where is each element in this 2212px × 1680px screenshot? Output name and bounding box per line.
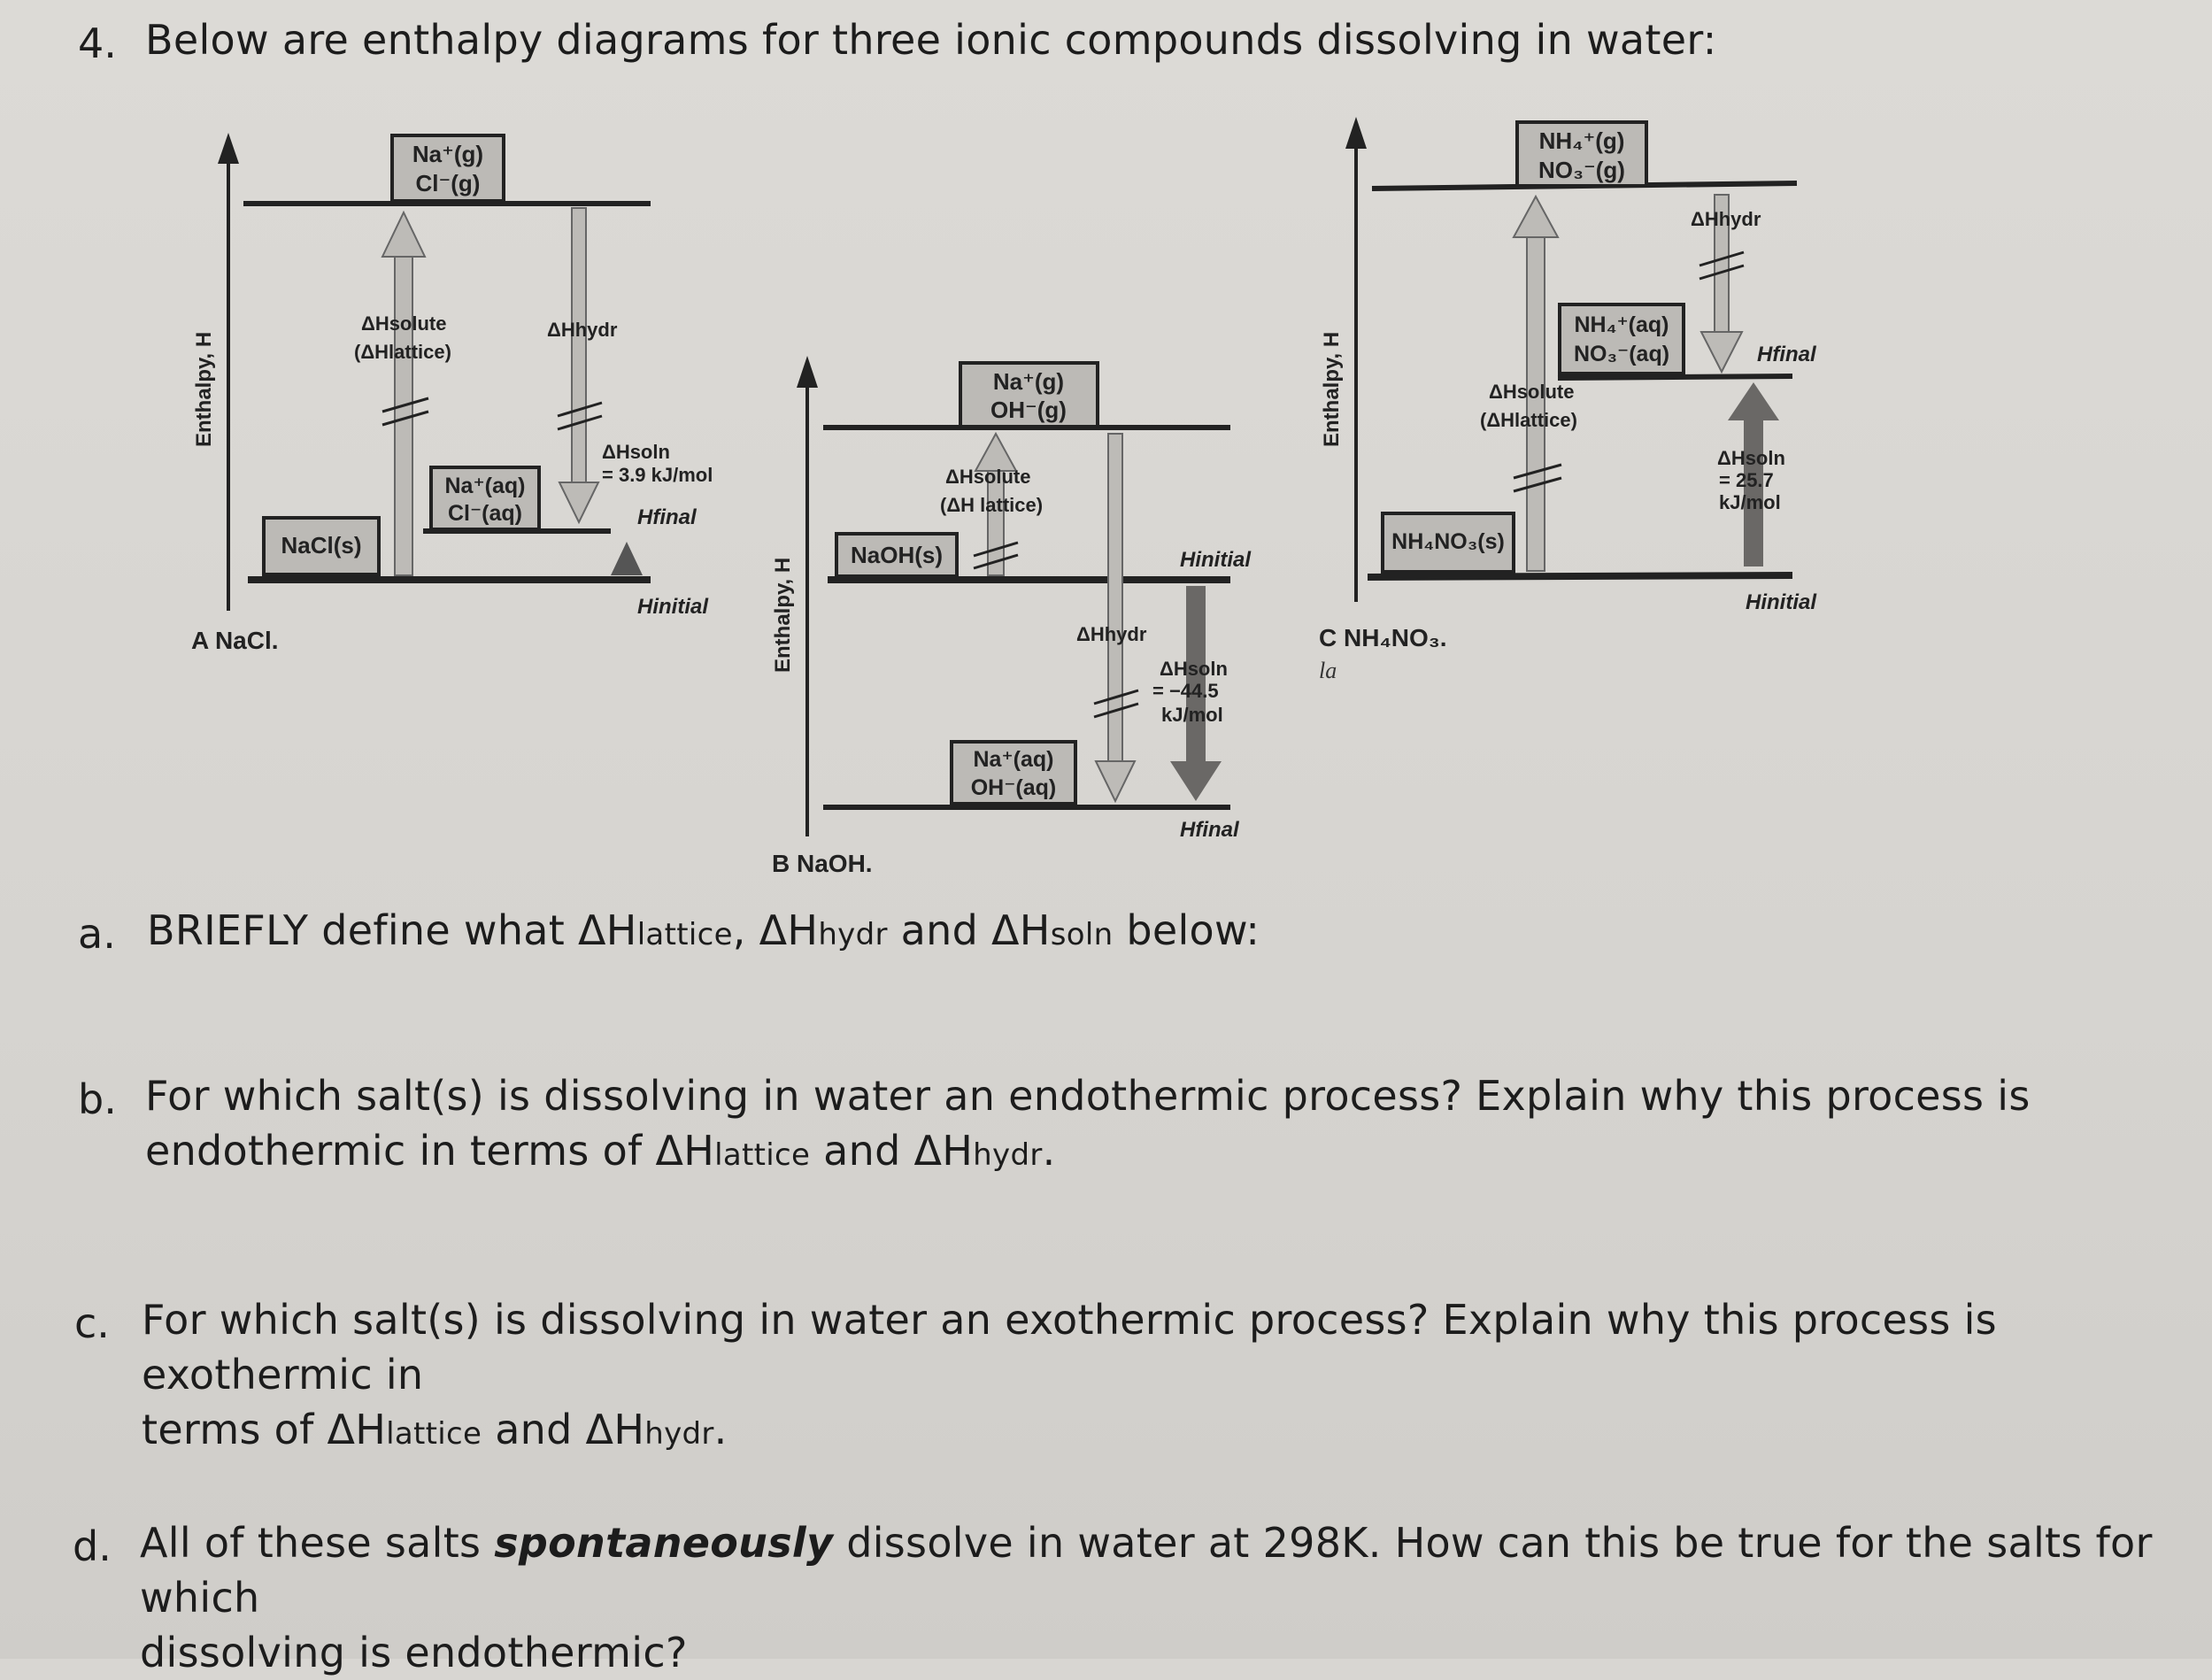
- diagram-b-initial-label: Hinitial: [1180, 548, 1252, 572]
- diagram-a-solid-box: [262, 516, 381, 576]
- part-b-text: For which salt(s) is dissolving in water…: [145, 1072, 2031, 1175]
- diagram-c-solid-label: NH₄NO₃(s): [1391, 529, 1505, 554]
- diagram-c-solute-label-2: (ΔHlattice): [1480, 409, 1577, 431]
- diagram-b-soln-label-1: ΔHsoln: [1160, 658, 1228, 680]
- diagram-a-aq-ion-1: Na⁺(aq): [445, 474, 526, 498]
- diagram-c-aq-ion-1: NH₄⁺(aq): [1574, 312, 1669, 337]
- diagram-a-solid-label: NaCl(s): [281, 532, 361, 559]
- diagram-b-solid-label: NaOH(s): [851, 542, 943, 568]
- diagram-a-soln-label-2: = 3.9 kJ/mol: [602, 464, 713, 486]
- diagram-a-final-label: Hfinal: [637, 505, 698, 529]
- diagram-c-solute-arrowhead: [1512, 194, 1560, 238]
- diagram-c-solute-arrow-shaft: [1526, 234, 1545, 572]
- diagram-a-aq-ions-box: [429, 466, 541, 531]
- diagram-b-hydr-label: ΔHhydr: [1076, 623, 1147, 645]
- diagram-a-caption: A NaCl.: [191, 627, 279, 654]
- diagram-a-solute-arrow-shaft: [394, 251, 413, 576]
- diagram-a-gas-ions-box: [390, 134, 505, 203]
- diagram-b-solute-arrowhead: [974, 431, 1018, 472]
- diagram-b-final-label: Hfinal: [1180, 818, 1240, 842]
- diagram-c-final-label: Hfinal: [1757, 343, 1817, 366]
- diagram-c-aq-level: [1557, 374, 1793, 381]
- part-b-letter: b.: [78, 1075, 117, 1123]
- diagram-b-soln-label-3: kJ/mol: [1161, 704, 1223, 726]
- diagram-c-axis-label: Enthalpy, H: [1320, 332, 1344, 447]
- diagram-c-nh4no3: Enthalpy, H NH₄⁺(g) NO₃⁻(g) NH₄⁺(aq) NO₃…: [1319, 117, 1817, 683]
- diagram-b-hydr-arrowhead: [1094, 760, 1137, 804]
- diagram-c-hydr-arrowhead: [1699, 331, 1744, 374]
- diagram-a-hydr-arrowhead: [558, 482, 600, 525]
- diagram-b-solute-label-1: ΔHsolute: [945, 466, 1031, 488]
- part-a-text: BRIEFLY define what ΔHlattice, ΔHhydr an…: [147, 906, 1260, 954]
- diagram-c-hydr-label: ΔHhydr: [1691, 208, 1761, 230]
- diagram-a-hydr-label: ΔHhydr: [547, 319, 618, 341]
- diagram-a-soln-arrowhead: [611, 542, 643, 575]
- diagram-b-axis-label: Enthalpy, H: [771, 558, 795, 673]
- diagram-b-axis-arrowhead: [797, 356, 818, 388]
- diagram-c-gas-ion-1: NH₄⁺(g): [1539, 127, 1625, 154]
- diagram-c-gas-ions-box: [1515, 120, 1648, 188]
- diagram-b-solute-label-2: (ΔH lattice): [940, 494, 1043, 516]
- diagram-b-naoh: Enthalpy, H Na⁺(g) OH⁻(g) NaOH(s) Na⁺(aq…: [771, 356, 1252, 877]
- question-number: 4.: [78, 19, 117, 67]
- diagram-b-soln-label-2: = −44.5: [1152, 680, 1219, 702]
- diagram-a-axis-arrowhead: [218, 133, 239, 164]
- diagram-a-aq-ion-2: Cl⁻(aq): [448, 501, 522, 526]
- diagram-c-handwritten-note: la: [1319, 658, 1337, 683]
- diagram-a-initial-label: Hinitial: [637, 595, 709, 619]
- diagram-a-gas-ion-1: Na⁺(g): [412, 141, 483, 167]
- diagram-a-nacl: Enthalpy, H Na⁺(g) Cl⁻(g) Na⁺(aq) Cl⁻(aq…: [191, 133, 713, 654]
- diagram-c-gas-ion-2: NO₃⁻(g): [1538, 157, 1625, 183]
- diagram-c-solute-label-1: ΔHsolute: [1489, 381, 1575, 403]
- diagram-b-soln-arrow-shaft: [1186, 586, 1206, 763]
- diagram-c-initial-label: Hinitial: [1746, 590, 1817, 614]
- diagram-b-aq-ion-2: OH⁻(aq): [971, 775, 1057, 800]
- diagram-b-gas-ion-2: OH⁻(g): [990, 397, 1067, 423]
- part-c-letter: c.: [74, 1299, 110, 1347]
- diagram-b-aq-ion-1: Na⁺(aq): [974, 747, 1054, 772]
- diagram-c-soln-arrow-shaft: [1744, 416, 1763, 566]
- diagram-c-caption: C NH₄NO₃.: [1319, 624, 1447, 651]
- diagram-b-caption: B NaOH.: [772, 850, 873, 877]
- diagram-a-axis-label: Enthalpy, H: [192, 332, 216, 447]
- diagram-b-aq-ions-box: [950, 740, 1077, 805]
- diagram-a-soln-label-1: ΔHsoln: [602, 441, 670, 463]
- diagram-b-gas-ion-1: Na⁺(g): [993, 368, 1064, 395]
- diagram-b-soln-arrowhead: [1170, 761, 1222, 801]
- diagram-c-soln-label-3: kJ/mol: [1719, 491, 1781, 513]
- diagram-a-solute-arrowhead: [381, 210, 427, 258]
- diagram-c-solid-level: [1367, 572, 1793, 581]
- diagram-c-soln-label-1: ΔHsoln: [1717, 447, 1785, 469]
- diagram-c-soln-label-2: = 25.7: [1719, 469, 1774, 491]
- diagram-a-gas-ion-2: Cl⁻(g): [416, 170, 481, 197]
- part-a-letter: a.: [78, 910, 116, 958]
- diagram-c-solid-box: [1381, 512, 1515, 574]
- diagram-a-solute-label-2: (ΔHlattice): [354, 341, 451, 363]
- diagram-a-solute-label-1: ΔHsolute: [361, 312, 447, 335]
- part-d-text: All of these salts spontaneously dissolv…: [140, 1519, 2153, 1676]
- question-text: Below are enthalpy diagrams for three io…: [145, 16, 1717, 64]
- diagram-b-solid-box: [835, 532, 959, 578]
- diagram-c-axis-arrowhead: [1345, 117, 1367, 149]
- diagram-c-aq-ion-2: NO₃⁻(aq): [1574, 342, 1669, 366]
- diagram-a-hydr-arrow-shaft: [571, 207, 587, 483]
- part-d-letter: d.: [73, 1522, 112, 1570]
- diagram-c-soln-arrowhead: [1728, 382, 1779, 420]
- part-c-text: For which salt(s) is dissolving in water…: [142, 1296, 1997, 1453]
- diagram-b-gas-ions-box: [959, 361, 1099, 428]
- diagram-c-aq-ions-box: [1558, 303, 1685, 375]
